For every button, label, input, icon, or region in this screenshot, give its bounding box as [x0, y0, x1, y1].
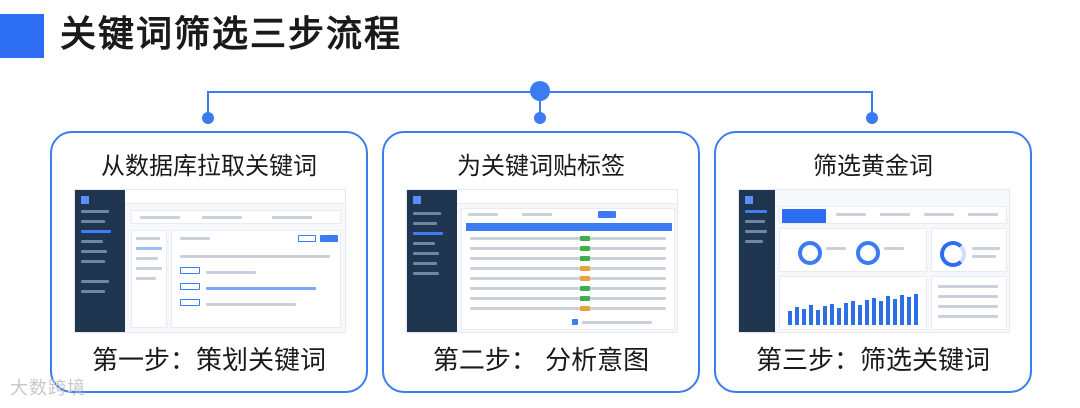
title-accent-block	[0, 14, 44, 58]
tag-table	[461, 208, 675, 330]
app-topbar	[457, 190, 677, 204]
node-step-1	[202, 112, 214, 124]
app-sidebar	[739, 190, 775, 332]
step-title: 为关键词贴标签	[457, 152, 625, 180]
step-card-3: 筛选黄金词	[714, 131, 1032, 393]
keyword-panel	[171, 230, 341, 328]
donut-panel	[931, 228, 1007, 272]
app-logo	[413, 196, 421, 204]
hub-node	[530, 81, 550, 101]
app-logo	[81, 196, 89, 204]
node-step-3	[866, 112, 878, 124]
ranking-panel	[931, 276, 1007, 330]
filter-bar	[131, 210, 341, 224]
rings-panel	[779, 228, 927, 272]
stats-row	[779, 206, 1007, 224]
mini-bar-chart	[786, 291, 922, 325]
screenshot-keyword-tagging	[406, 189, 678, 333]
step-title: 从数据库拉取关键词	[101, 152, 317, 180]
screenshot-golden-keywords	[738, 189, 1010, 333]
watermark-logo: 大数跨境	[10, 378, 86, 399]
step-caption: 第一步：策划关键词	[91, 346, 326, 376]
step-caption: 第二步： 分析意图	[432, 346, 650, 376]
app-topbar	[125, 190, 345, 204]
step-caption: 第三步：筛选关键词	[755, 346, 990, 376]
step-title: 筛选黄金词	[813, 152, 933, 180]
app-logo	[745, 196, 753, 204]
category-list	[131, 230, 167, 328]
screenshot-keyword-database	[74, 189, 346, 333]
app-sidebar	[407, 190, 457, 332]
node-step-2	[534, 112, 546, 124]
bar-chart-panel	[779, 276, 927, 330]
page-title: 关键词筛选三步流程	[60, 14, 403, 55]
app-sidebar	[75, 190, 125, 332]
step-card-1: 从数据库拉取关键词	[50, 131, 368, 393]
flow-connector	[202, 81, 878, 124]
step-card-2: 为关键词贴标签	[382, 131, 700, 393]
